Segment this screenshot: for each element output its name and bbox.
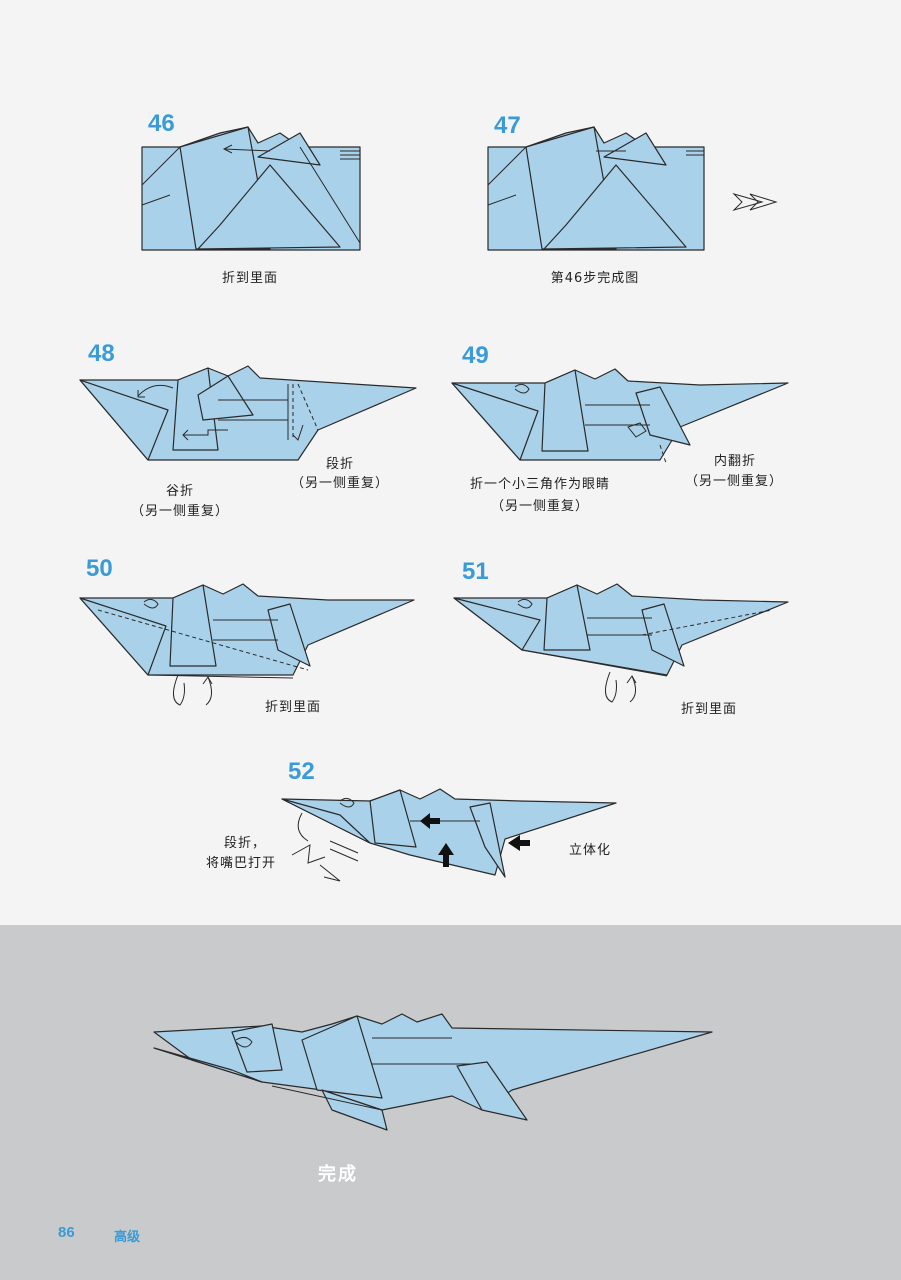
finished-label: 完成: [318, 1164, 358, 1185]
step-49-diagram: [451, 368, 789, 464]
step-48-diagram: [79, 365, 417, 461]
page-number: 86: [58, 1224, 75, 1241]
step-number-50: 50: [86, 555, 113, 582]
step-48-caption-a: 谷折: [165, 484, 194, 499]
step-48-caption-a2: （另一侧重复）: [130, 504, 229, 519]
step-52-caption-a2: 将嘴巴打开: [205, 856, 276, 871]
step-47-diagram: [487, 126, 705, 251]
step-49-caption-b2: （另一侧重复）: [684, 474, 783, 489]
step-50-diagram: [79, 583, 415, 706]
step-49-caption-a2: （另一侧重复）: [490, 499, 589, 514]
step-52-caption-b: 立体化: [568, 843, 611, 858]
step-48-caption-b2: （另一侧重复）: [290, 476, 389, 491]
step-52-diagram: [281, 788, 617, 882]
step-number-49: 49: [462, 342, 489, 369]
step-48-caption-b: 段折: [325, 457, 354, 472]
step-49-caption-a: 折一个小三角作为眼睛: [469, 477, 610, 492]
turn-over-arrow-icon: [732, 192, 778, 212]
section-label: 高级: [114, 1230, 141, 1245]
step-number-46: 46: [148, 110, 175, 137]
step-number-47: 47: [494, 112, 521, 139]
step-50-caption: 折到里面: [264, 700, 321, 715]
finished-crocodile-model: [153, 1013, 713, 1131]
step-number-48: 48: [88, 340, 115, 367]
step-52-caption-a: 段折，: [223, 836, 266, 851]
finished-model-panel: [0, 925, 901, 1280]
step-49-caption-b: 内翻折: [713, 454, 756, 469]
step-51-caption: 折到里面: [680, 702, 737, 717]
step-51-diagram: [453, 583, 789, 703]
step-46-diagram: [141, 126, 361, 251]
step-number-52: 52: [288, 758, 315, 785]
step-46-caption: 折到里面: [221, 271, 278, 286]
step-number-51: 51: [462, 558, 489, 585]
step-47-caption: 第46步完成图: [550, 271, 640, 286]
